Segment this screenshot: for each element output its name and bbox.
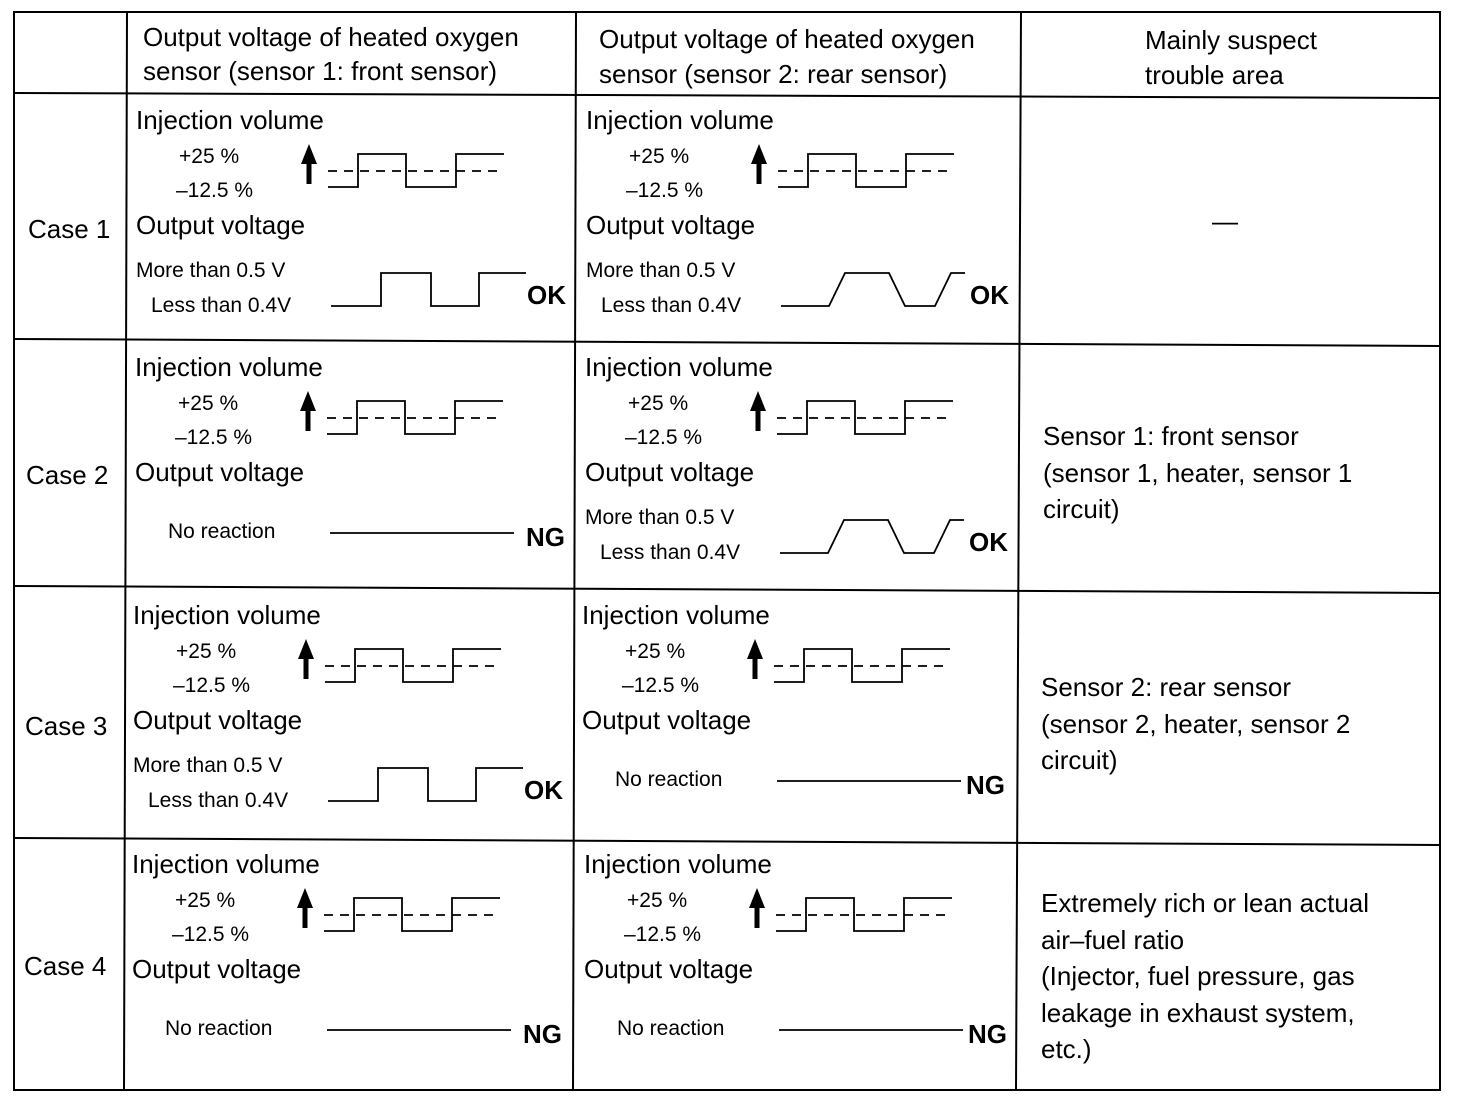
case4-rear-result: NG — [968, 1019, 1007, 1049]
case1-rear-up-arrow-icon — [751, 144, 767, 184]
case3-rear-minus-pct: –12.5 % — [622, 674, 700, 697]
case4-rear-up-arrow-icon — [749, 888, 765, 928]
case4-rear-injection-wave — [776, 897, 952, 932]
case1-front-up-arrow-icon — [301, 144, 317, 184]
header-rear-line1: Output voltage of heated oxygen — [599, 24, 975, 54]
case2-front-up-arrow-icon — [300, 391, 316, 431]
case2-front-output-label: Output voltage — [135, 457, 305, 487]
case2-rear-injection-label: Injection volume — [585, 352, 773, 382]
case4-front-up-arrow-icon — [297, 888, 313, 928]
trouble-line: (sensor 2, heater, sensor 2 — [1041, 708, 1351, 739]
case3-rear-result: NG — [966, 770, 1005, 800]
trouble-line: circuit) — [1043, 494, 1120, 524]
case2-trouble: Sensor 1: front sensor (sensor 1, heater,… — [1043, 418, 1352, 528]
trouble-line: leakage in exhaust system, — [1041, 997, 1355, 1028]
case2-rear-voltage-wave — [780, 519, 964, 554]
trouble-line: etc.) — [1041, 1034, 1092, 1064]
case4-rear-no-reaction: No reaction — [617, 1017, 725, 1040]
case4-front-injection-label: Injection volume — [132, 849, 320, 879]
case1-rear-more-than: More than 0.5 V — [586, 259, 736, 282]
case3-trouble: Sensor 2: rear sensor (sensor 2, heater, … — [1041, 669, 1350, 779]
case3-front-injection-wave — [325, 648, 501, 683]
case4-front-output-label: Output voltage — [132, 954, 302, 984]
trouble-line: Extremely rich or lean actual — [1041, 888, 1370, 918]
trouble-line: (sensor 1, heater, sensor 1 — [1043, 457, 1353, 488]
trouble-line: Sensor 2: rear sensor — [1041, 672, 1292, 702]
case1-front-output-label: Output voltage — [136, 210, 306, 240]
case4-front-result: NG — [523, 1019, 562, 1049]
case3-front-injection-label: Injection volume — [133, 600, 321, 630]
trouble-line: (Injector, fuel pressure, gas — [1041, 961, 1355, 991]
case1-rear-less-than: Less than 0.4V — [601, 294, 742, 317]
case1-label: Case 1 — [28, 214, 111, 244]
case2-rear-injection-wave — [777, 400, 953, 435]
case4-front-injection-wave — [324, 897, 500, 932]
case4-front-no-reaction: No reaction — [165, 1017, 273, 1040]
trouble-line: circuit) — [1041, 745, 1118, 775]
case3-front-output-label: Output voltage — [133, 705, 303, 735]
case1-rear-injection-label: Injection volume — [586, 105, 774, 135]
case3-front-up-arrow-icon — [298, 639, 314, 679]
case3-front-minus-pct: –12.5 % — [173, 674, 251, 697]
case2-front-no-reaction: No reaction — [168, 520, 276, 543]
case1-rear-result: OK — [970, 280, 1009, 310]
case3-front-less-than: Less than 0.4V — [148, 789, 289, 812]
case1-rear-plus-pct: +25 % — [629, 145, 690, 168]
case3-rear-output-label: Output voltage — [582, 705, 752, 735]
case4-trouble: Extremely rich or lean actual air–fuel ra… — [1041, 885, 1408, 1068]
case3-front-plus-pct: +25 % — [176, 640, 237, 663]
case2-rear-output-label: Output voltage — [585, 457, 755, 487]
case1-front-result: OK — [527, 280, 566, 310]
case1-front-injection-label: Injection volume — [136, 105, 324, 135]
case3-rear-injection-label: Injection volume — [582, 600, 770, 630]
case4-front-plus-pct: +25 % — [175, 889, 236, 912]
case1-front-minus-pct: –12.5 % — [176, 179, 254, 202]
trouble-line: air–fuel ratio — [1041, 924, 1185, 955]
case1-front-less-than: Less than 0.4V — [151, 294, 292, 317]
header-front-line2: sensor (sensor 1: front sensor) — [143, 56, 498, 86]
case1-front-injection-wave — [328, 153, 504, 188]
case2-front-plus-pct: +25 % — [178, 392, 239, 415]
header-trouble-line1: Mainly suspect — [1145, 25, 1317, 55]
header-rear-line2: sensor (sensor 2: rear sensor) — [599, 59, 948, 89]
trouble-line: Sensor 1: front sensor — [1043, 421, 1299, 451]
case2-rear-result: OK — [969, 527, 1008, 557]
case2-label: Case 2 — [26, 460, 109, 490]
case4-front-minus-pct: –12.5 % — [172, 923, 250, 946]
case4-rear-injection-label: Injection volume — [584, 849, 772, 879]
case1-front-more-than: More than 0.5 V — [136, 259, 286, 282]
case3-rear-injection-wave — [774, 648, 950, 683]
case4-rear-plus-pct: +25 % — [627, 889, 688, 912]
case2-rear-minus-pct: –12.5 % — [625, 426, 703, 449]
case1-rear-voltage-wave — [781, 272, 965, 307]
case4-rear-minus-pct: –12.5 % — [624, 923, 702, 946]
case1-rear-output-label: Output voltage — [586, 210, 756, 240]
case2-front-minus-pct: –12.5 % — [175, 426, 253, 449]
case3-label: Case 3 — [25, 711, 108, 741]
case2-front-injection-label: Injection volume — [135, 352, 323, 382]
case1-rear-minus-pct: –12.5 % — [626, 179, 704, 202]
case3-front-more-than: More than 0.5 V — [133, 754, 283, 777]
case2-rear-more-than: More than 0.5 V — [585, 506, 735, 529]
case2-front-result: NG — [526, 522, 565, 552]
case2-rear-less-than: Less than 0.4V — [600, 541, 741, 564]
case1-rear-injection-wave — [778, 153, 954, 188]
case1-front-voltage-wave — [331, 272, 526, 307]
case4-rear-output-label: Output voltage — [584, 954, 754, 984]
case3-front-voltage-wave — [328, 767, 523, 802]
header-front-line1: Output voltage of heated oxygen — [143, 22, 519, 52]
case1-front-plus-pct: +25 % — [179, 145, 240, 168]
case1-trouble: — — [1212, 206, 1238, 236]
case2-rear-plus-pct: +25 % — [628, 392, 689, 415]
case2-rear-up-arrow-icon — [750, 391, 766, 431]
case3-rear-up-arrow-icon — [747, 639, 763, 679]
case4-label: Case 4 — [24, 951, 107, 981]
case3-rear-no-reaction: No reaction — [615, 768, 723, 791]
header-trouble-line2: trouble area — [1145, 60, 1284, 90]
case3-rear-plus-pct: +25 % — [625, 640, 686, 663]
case3-front-result: OK — [524, 775, 563, 805]
case2-front-injection-wave — [327, 400, 503, 435]
